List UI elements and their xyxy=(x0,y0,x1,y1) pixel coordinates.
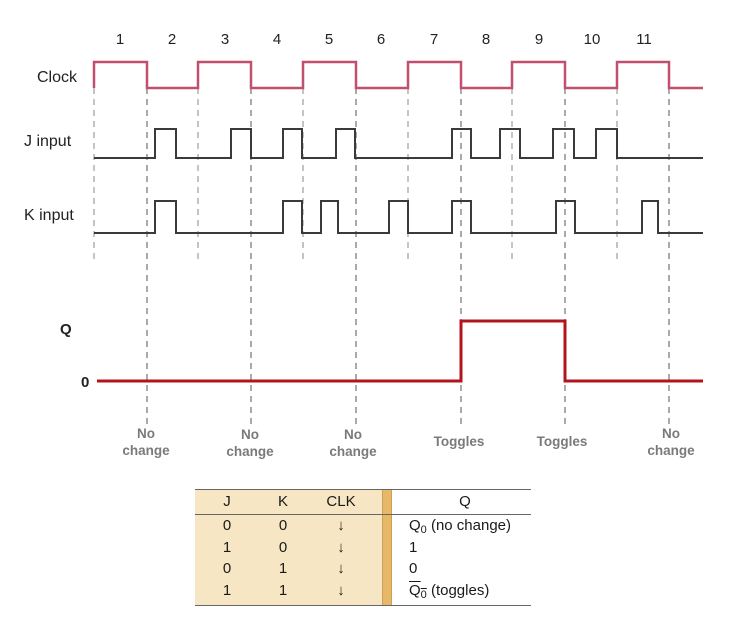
cell-q: 0 xyxy=(409,560,418,577)
cell-clk-falling-arrow: ↓ xyxy=(337,582,345,599)
table-rule-bottom xyxy=(195,605,531,606)
header-clk: CLK xyxy=(326,493,356,510)
cell-j: 0 xyxy=(222,517,232,534)
j-input-waveform xyxy=(94,128,703,159)
q-note: (no change) xyxy=(426,517,512,534)
cell-k: 0 xyxy=(278,517,288,534)
k-input-label: K input xyxy=(24,207,74,224)
header-q: Q xyxy=(459,493,471,510)
annotation-line: change xyxy=(226,444,274,459)
cell-clk-falling-arrow: ↓ xyxy=(337,517,345,534)
cell-q: 1 xyxy=(409,539,418,556)
annotation-line: No xyxy=(662,426,680,441)
q-bar-symbol: Q0 xyxy=(409,582,427,601)
timing-diagram: 1 2 3 4 5 6 7 8 9 10 11 Clock J input K … xyxy=(24,31,703,459)
header-k: K xyxy=(277,493,289,510)
table-rule-header xyxy=(195,514,531,515)
annotation-line: Toggles xyxy=(434,434,485,449)
pulse-number: 1 xyxy=(116,31,124,48)
q-output-label: Q xyxy=(60,321,72,338)
k-input-waveform xyxy=(94,200,703,234)
annotation-line: No xyxy=(137,426,155,441)
cell-k: 0 xyxy=(278,539,288,556)
annotation-line: Toggles xyxy=(537,434,588,449)
q-subscript: 0 xyxy=(420,589,427,601)
annotation-line: change xyxy=(122,443,170,458)
cell-j: 1 xyxy=(222,582,232,599)
truth-table-divider xyxy=(382,489,392,606)
cell-q: Q0 (no change) xyxy=(409,517,512,536)
pulse-number: 7 xyxy=(430,31,438,48)
annotation-line: No xyxy=(241,427,259,442)
annotations: No change No change No change Toggles To… xyxy=(122,426,695,459)
clock-label: Clock xyxy=(37,69,78,86)
q-subscript: 0 xyxy=(420,524,427,536)
j-input-label: J input xyxy=(24,133,72,150)
pulse-number: 5 xyxy=(325,31,333,48)
cell-k: 1 xyxy=(278,560,288,577)
pulse-number: 3 xyxy=(221,31,229,48)
cell-clk-falling-arrow: ↓ xyxy=(337,560,345,577)
cell-j: 1 xyxy=(222,539,232,556)
pulse-number: 11 xyxy=(636,31,652,48)
q-output-waveform xyxy=(97,319,703,383)
truth-table-input-background xyxy=(195,489,382,606)
cell-k: 1 xyxy=(278,582,288,599)
table-rule-top xyxy=(195,489,531,490)
clock-waveform xyxy=(92,60,703,90)
header-j: J xyxy=(223,493,231,510)
annotation-line: change xyxy=(647,443,695,458)
q-note: (toggles) xyxy=(426,582,490,599)
cell-clk-falling-arrow: ↓ xyxy=(337,539,345,556)
pulse-number: 6 xyxy=(377,31,385,48)
pulse-number: 10 xyxy=(584,31,601,48)
q-symbol: Q xyxy=(409,517,421,534)
q-symbol: Q xyxy=(409,582,421,599)
pulse-number: 4 xyxy=(273,31,281,48)
cell-j: 0 xyxy=(222,560,232,577)
annotation-line: No xyxy=(344,427,362,442)
q-zero-label: 0 xyxy=(81,374,89,391)
pulse-number: 2 xyxy=(168,31,176,48)
annotation-line: change xyxy=(329,444,377,459)
pulse-number: 9 xyxy=(535,31,543,48)
truth-table: J K CLK Q 0 0 ↓ Q0 (no change) 1 0 ↓ 1 0… xyxy=(195,489,531,606)
pulse-numbers: 1 2 3 4 5 6 7 8 9 10 11 xyxy=(116,31,652,48)
cell-q: Q0 (toggles) xyxy=(409,582,490,601)
pulse-number: 8 xyxy=(482,31,490,48)
